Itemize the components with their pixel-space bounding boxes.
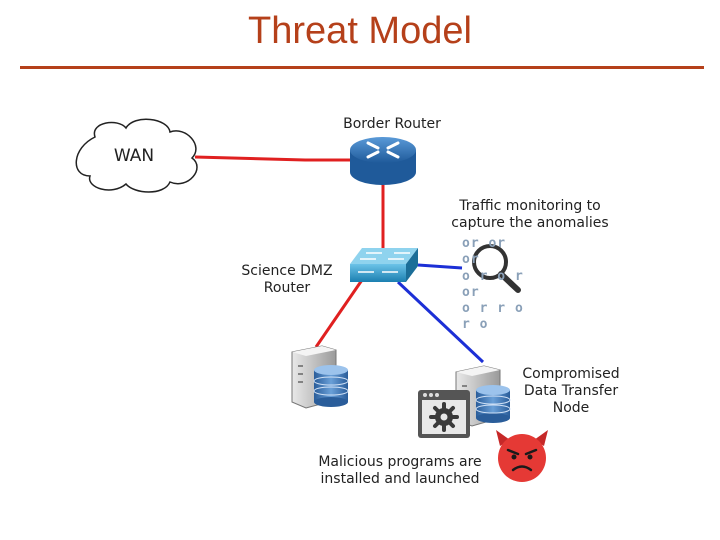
science-dmz-line-2: Router bbox=[263, 279, 311, 296]
malicious-line-2: installed and launched bbox=[320, 470, 480, 487]
link-dmz-server bbox=[314, 279, 364, 348]
link-dmz-monitor bbox=[417, 263, 463, 270]
monitoring-line-2: capture the anomalies bbox=[451, 214, 609, 231]
compromised-node-label: Compromised Data Transfer Node bbox=[516, 366, 626, 416]
database-icon bbox=[475, 385, 511, 423]
border-router-label: Border Router bbox=[343, 116, 441, 132]
switch-icon bbox=[350, 248, 418, 282]
magnifier-icon bbox=[472, 244, 521, 293]
link-dmz-dtn bbox=[396, 280, 485, 364]
malicious-programs-label: Malicious programs are installed and lau… bbox=[308, 454, 492, 488]
binary-row-3: o r r o r o bbox=[462, 301, 524, 333]
monitoring-label: Traffic monitoring to capture the anomal… bbox=[440, 198, 620, 232]
page-title: Threat Model bbox=[248, 10, 472, 52]
malicious-line-1: Malicious programs are bbox=[318, 454, 482, 470]
binary-traffic: or or or o r o r or o r r o r o bbox=[462, 236, 524, 334]
database-icon bbox=[313, 365, 349, 407]
wan-label: WAN bbox=[113, 146, 155, 166]
title-rule bbox=[20, 66, 704, 69]
link-wan-border bbox=[194, 155, 350, 162]
devil-icon bbox=[496, 430, 548, 482]
compromised-line-2: Data Transfer bbox=[523, 382, 619, 399]
router-icon bbox=[350, 137, 416, 185]
compromised-line-1: Compromised bbox=[522, 366, 620, 382]
binary-row-1: or or or bbox=[462, 236, 507, 268]
cloud-icon bbox=[75, 118, 198, 193]
monitoring-line-1: Traffic monitoring to bbox=[459, 198, 601, 214]
science-dmz-line-1: Science DMZ bbox=[241, 263, 333, 279]
binary-row-2: o r o r or bbox=[462, 268, 524, 300]
compromised-line-3: Node bbox=[552, 399, 590, 416]
science-dmz-label: Science DMZ Router bbox=[232, 263, 342, 297]
app-gear-icon bbox=[418, 390, 470, 438]
